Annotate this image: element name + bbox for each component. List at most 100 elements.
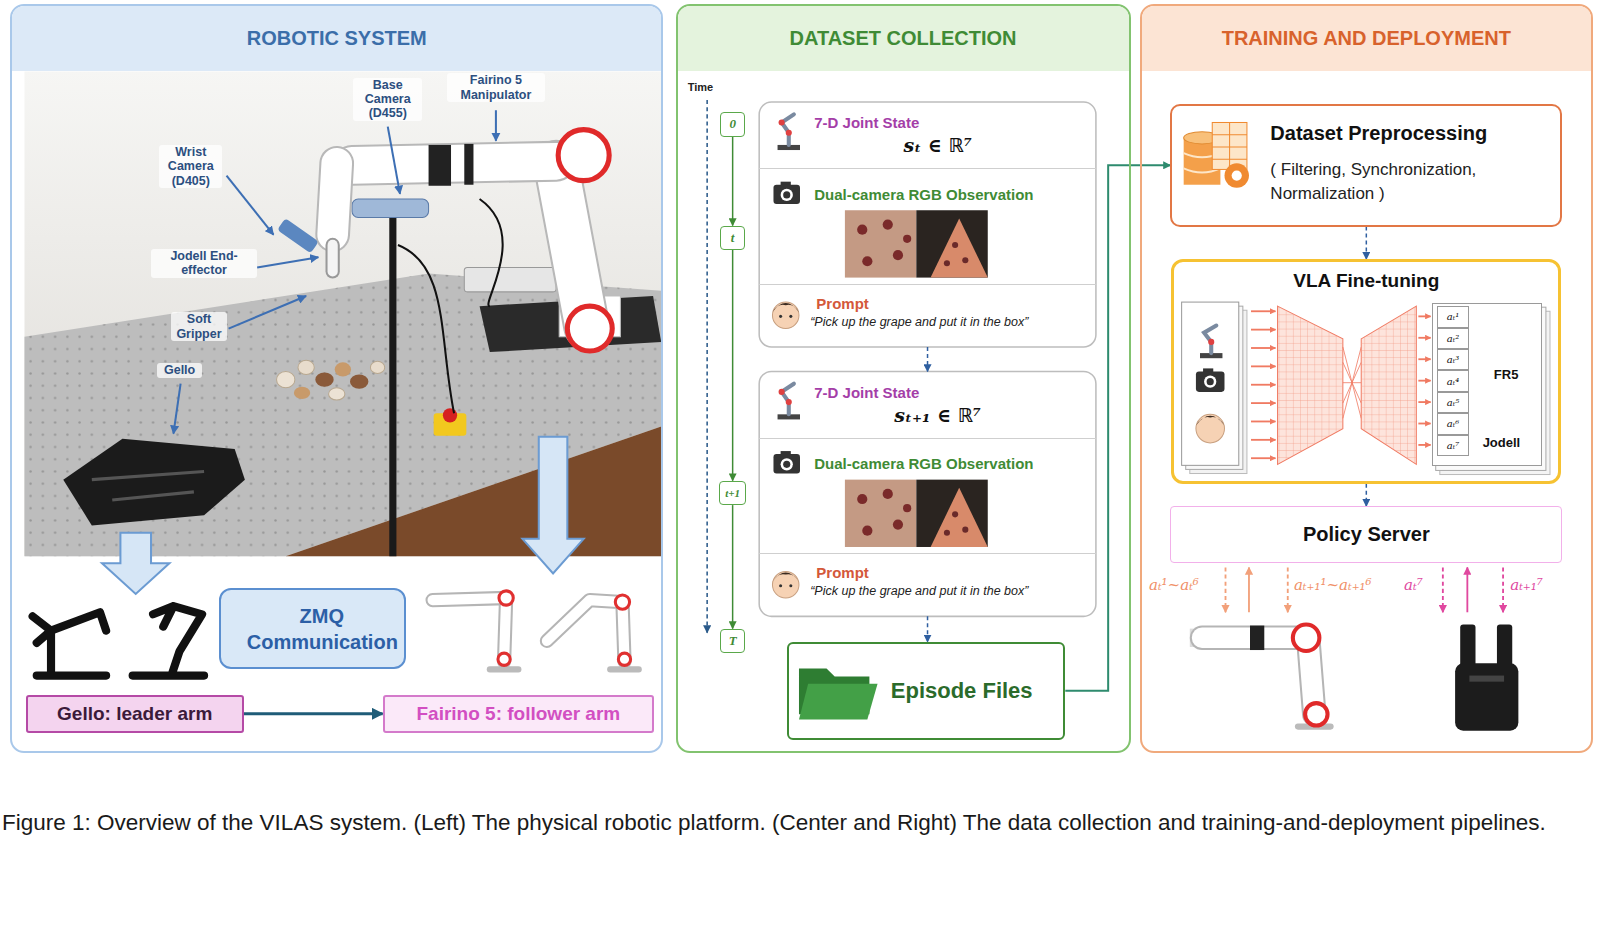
action-cell: aₜ³ — [1437, 349, 1470, 370]
action-label: aₜ₊₁¹~aₜ₊₁⁶ — [1294, 576, 1372, 594]
label-anchor: Base Camera (D455) — [353, 78, 422, 121]
observation-row: Dual-camera RGB Observation — [759, 168, 1096, 283]
training-panel: TRAINING AND DEPLOYMENT Dataset Preproces… — [1140, 4, 1593, 753]
action-cell: aₜ⁴ — [1437, 370, 1470, 391]
time-axis — [707, 100, 708, 633]
label-anchor: Gello — [157, 363, 202, 377]
part-label: Wrist Camera (D405) — [159, 145, 222, 188]
node-text: aₜ⁴ — [1447, 376, 1459, 387]
gello-icons — [33, 606, 204, 675]
produce — [277, 360, 385, 400]
action-cell: aₜ² — [1437, 328, 1470, 349]
node-text: Prompt — [816, 295, 1096, 312]
policy-server-box: Policy Server — [1170, 506, 1562, 563]
node-text: Jodell — [1483, 435, 1541, 450]
label-anchor: Time — [688, 81, 713, 93]
action-arrows — [1226, 567, 1504, 612]
flow-connector — [1366, 484, 1368, 506]
node-text: Gello: leader arm — [57, 703, 212, 725]
fine-tuning-box: VLA Fine-tuningFR5Jodell aₜ¹ aₜ² aₜ³ aₜ⁴ aₜ⁵ a… — [1171, 259, 1561, 483]
node-text: aₜ⁷ — [1447, 440, 1459, 451]
part-label: Jodell End-effector — [151, 249, 257, 278]
part-label: Base Camera (D455) — [353, 78, 422, 121]
action-label: aₜ¹~aₜ⁶ — [1149, 576, 1199, 594]
flow-connector — [927, 347, 929, 372]
node-text: Episode Files — [891, 678, 1033, 704]
label-anchor: aₜ¹~aₜ⁶ — [1149, 576, 1199, 594]
node-text: ( Filtering, Synchronization, Normalizat… — [1270, 158, 1550, 207]
node-text: “Pick up the grape and put it in the box… — [810, 584, 1090, 598]
episode-files-box: Episode Files — [787, 642, 1066, 740]
node-text: t — [731, 230, 735, 246]
node-text: aₜ⁵ — [1447, 397, 1459, 408]
time-step-box: T — [720, 629, 744, 653]
node-text: Dual-camera RGB Observation — [814, 186, 1096, 203]
node-text: aₜ³ — [1447, 354, 1459, 365]
action-cell: aₜ¹ — [1437, 306, 1470, 327]
dataset-panel: DATASET COLLECTION 0 t t+1T 7-D Joint State s… — [676, 4, 1131, 753]
node-text: aₜ⁶ — [1447, 418, 1459, 429]
figure-caption: Figure 1: Overview of the VILAS system. … — [2, 798, 1596, 847]
flow-connector — [927, 616, 929, 642]
node-text: aₜ¹ — [1447, 311, 1459, 322]
time-step-box: t — [720, 226, 744, 250]
vla-network — [1182, 302, 1550, 474]
joint-state-row: 7-D Joint State sₜ₊₁ ∈ ℝ⁷ — [759, 371, 1096, 437]
database-icon — [1184, 122, 1249, 187]
deployed-gripper — [1455, 625, 1518, 731]
communication-box: ZMQ Communication — [219, 588, 406, 670]
node-text: aₜ² — [1447, 333, 1459, 344]
part-label: Gello — [157, 363, 202, 377]
leader-arm-box: Gello: leader arm — [26, 695, 244, 733]
action-cell: aₜ⁶ — [1437, 413, 1470, 434]
prompt-row: Prompt “Pick up the grape and put it in t… — [759, 553, 1096, 616]
time-step-box: 0 — [720, 112, 744, 136]
observation-row: Dual-camera RGB Observation — [759, 438, 1096, 553]
label-anchor: aₜ₊₁¹~aₜ₊₁⁶ — [1294, 576, 1372, 594]
time-step-box: t+1 — [719, 481, 746, 505]
node-text: t+1 — [725, 487, 740, 499]
time-step-frame — [759, 102, 1096, 347]
deployed-arm — [1190, 625, 1331, 727]
node-text: T — [729, 633, 737, 649]
node-text: Dual-camera RGB Observation — [814, 455, 1096, 472]
label-anchor: Jodell End-effector — [151, 249, 257, 278]
node-text: sₜ₊₁ ∈ ℝ⁷ — [759, 404, 1096, 426]
node-text: FR5 — [1494, 367, 1541, 382]
joint-state-row: 7-D Joint State sₜ ∈ ℝ⁷ — [759, 102, 1096, 168]
node-text: Policy Server — [1303, 523, 1430, 546]
follower-arm-box: Fairino 5: follower arm — [383, 695, 654, 733]
prompt-row: Prompt “Pick up the grape and put it in t… — [759, 284, 1096, 347]
part-label: Soft Gripper — [171, 312, 226, 341]
node-text: VLA Fine-tuning — [1174, 270, 1558, 292]
action-cell: aₜ⁷ — [1437, 435, 1470, 456]
action-label: aₜ₊₁⁷ — [1510, 576, 1543, 594]
node-text: Dataset Preprocessing — [1270, 122, 1550, 145]
node-text: 7-D Joint State — [814, 384, 1096, 401]
flow-connector — [1065, 165, 1170, 691]
fairino-icons — [433, 591, 639, 670]
label-anchor: aₜ⁷ — [1404, 576, 1423, 594]
folder-icon — [799, 668, 878, 719]
node-text: sₜ ∈ ℝ⁷ — [759, 134, 1096, 156]
flow-connector — [1366, 227, 1368, 260]
node-text: DATASET COLLECTION — [678, 6, 1129, 71]
label-anchor: Wrist Camera (D405) — [159, 145, 222, 188]
flow-connector — [732, 505, 734, 628]
part-label: Fairino 5 Manipulator — [447, 73, 545, 102]
node-text: Fairino 5: follower arm — [416, 703, 620, 725]
system-panel: ROBOTIC SYSTEM ZMQ CommunicationGello: le… — [10, 4, 663, 753]
node-text: Prompt — [816, 564, 1096, 581]
node-text: 0 — [729, 116, 736, 132]
node-text: “Pick up the grape and put it in the box… — [810, 315, 1090, 329]
node-text: TRAINING AND DEPLOYMENT — [1142, 6, 1591, 71]
node-text: 7-D Joint State — [814, 114, 1096, 131]
label-anchor: Fairino 5 Manipulator — [447, 73, 545, 102]
node-text: ROBOTIC SYSTEM — [12, 6, 661, 71]
flow-connector — [244, 712, 383, 715]
action-label: aₜ⁷ — [1404, 576, 1423, 594]
node-text: ZMQ Communication — [247, 603, 397, 655]
preprocessing-box: Dataset Preprocessing ( Filtering, Synchr… — [1170, 104, 1562, 226]
label-anchor: Soft Gripper — [171, 312, 226, 341]
